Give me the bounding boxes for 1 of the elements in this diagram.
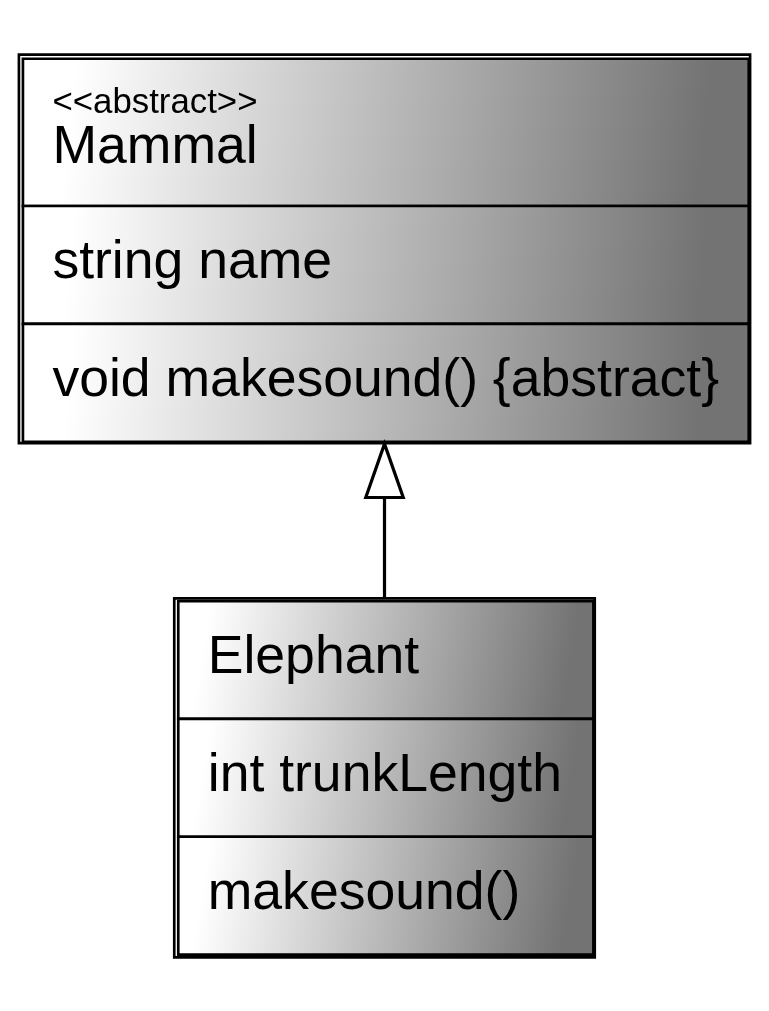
arrow: [363, 438, 406, 598]
